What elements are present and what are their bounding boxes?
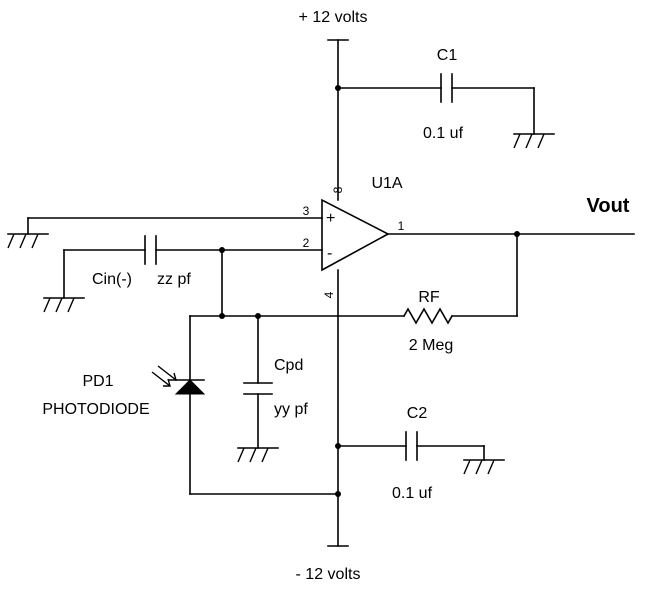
ground-noninverting-icon <box>7 233 49 249</box>
negative-supply: - 12 volts <box>296 269 361 583</box>
ground-c2-icon <box>463 459 505 475</box>
opamp-u1a: + - U1A 3 2 1 8 4 <box>303 175 405 298</box>
opamp-ref-label: U1A <box>371 175 402 192</box>
negative-supply-label: - 12 volts <box>296 566 361 583</box>
rf-ref-label: RF <box>418 289 440 306</box>
opamp-pin2-label: 2 <box>303 236 310 250</box>
c2-value-label: 0.1 uf <box>392 485 433 502</box>
ground-cin-icon <box>43 297 85 313</box>
junction-c1-node <box>335 85 341 91</box>
output-wire: Vout <box>387 195 635 235</box>
capacitor-cin: Cin(-) zz pf <box>63 235 323 299</box>
light-arrows-icon <box>151 365 177 387</box>
opamp-pin1-label: 1 <box>398 219 405 233</box>
opamp-minus-symbol: - <box>327 245 332 262</box>
ground-c1-icon <box>513 133 555 149</box>
junction-photodiode-node <box>335 491 341 497</box>
cpd-value-label: yy pf <box>274 401 308 418</box>
pd1-type-label: PHOTODIODE <box>42 401 149 418</box>
feedback-wire <box>189 233 518 317</box>
positive-supply: + 12 volts <box>299 9 368 201</box>
positive-supply-label: + 12 volts <box>299 9 368 26</box>
pd1-ref-label: PD1 <box>82 373 113 390</box>
cin-ref-label: Cin(-) <box>92 271 132 288</box>
capacitor-cpd: Cpd yy pf <box>243 315 308 449</box>
capacitor-c1: C1 0.1 uf <box>337 47 535 142</box>
cpd-ref-label: Cpd <box>274 357 303 374</box>
rf-value-label: 2 Meg <box>409 337 453 354</box>
junction-feedback-node <box>219 313 225 319</box>
junction-c2-node <box>335 443 341 449</box>
opamp-pin8-label: 8 <box>331 186 345 193</box>
c1-ref-label: C1 <box>437 47 458 64</box>
resistor-rf: RF 2 Meg <box>402 289 453 354</box>
output-label: Vout <box>587 195 630 217</box>
c2-ref-label: C2 <box>407 405 428 422</box>
capacitor-c2: C2 0.1 uf <box>337 405 485 502</box>
cin-value-label: zz pf <box>157 271 191 288</box>
opamp-pin3-label: 3 <box>303 204 310 218</box>
noninverting-input-wire <box>27 217 323 235</box>
photodiode-pd1 <box>174 315 339 495</box>
opamp-pin4-label: 4 <box>322 291 336 298</box>
opamp-plus-symbol: + <box>326 210 335 227</box>
c1-value-label: 0.1 uf <box>423 125 464 142</box>
ground-cpd-icon <box>237 447 279 463</box>
